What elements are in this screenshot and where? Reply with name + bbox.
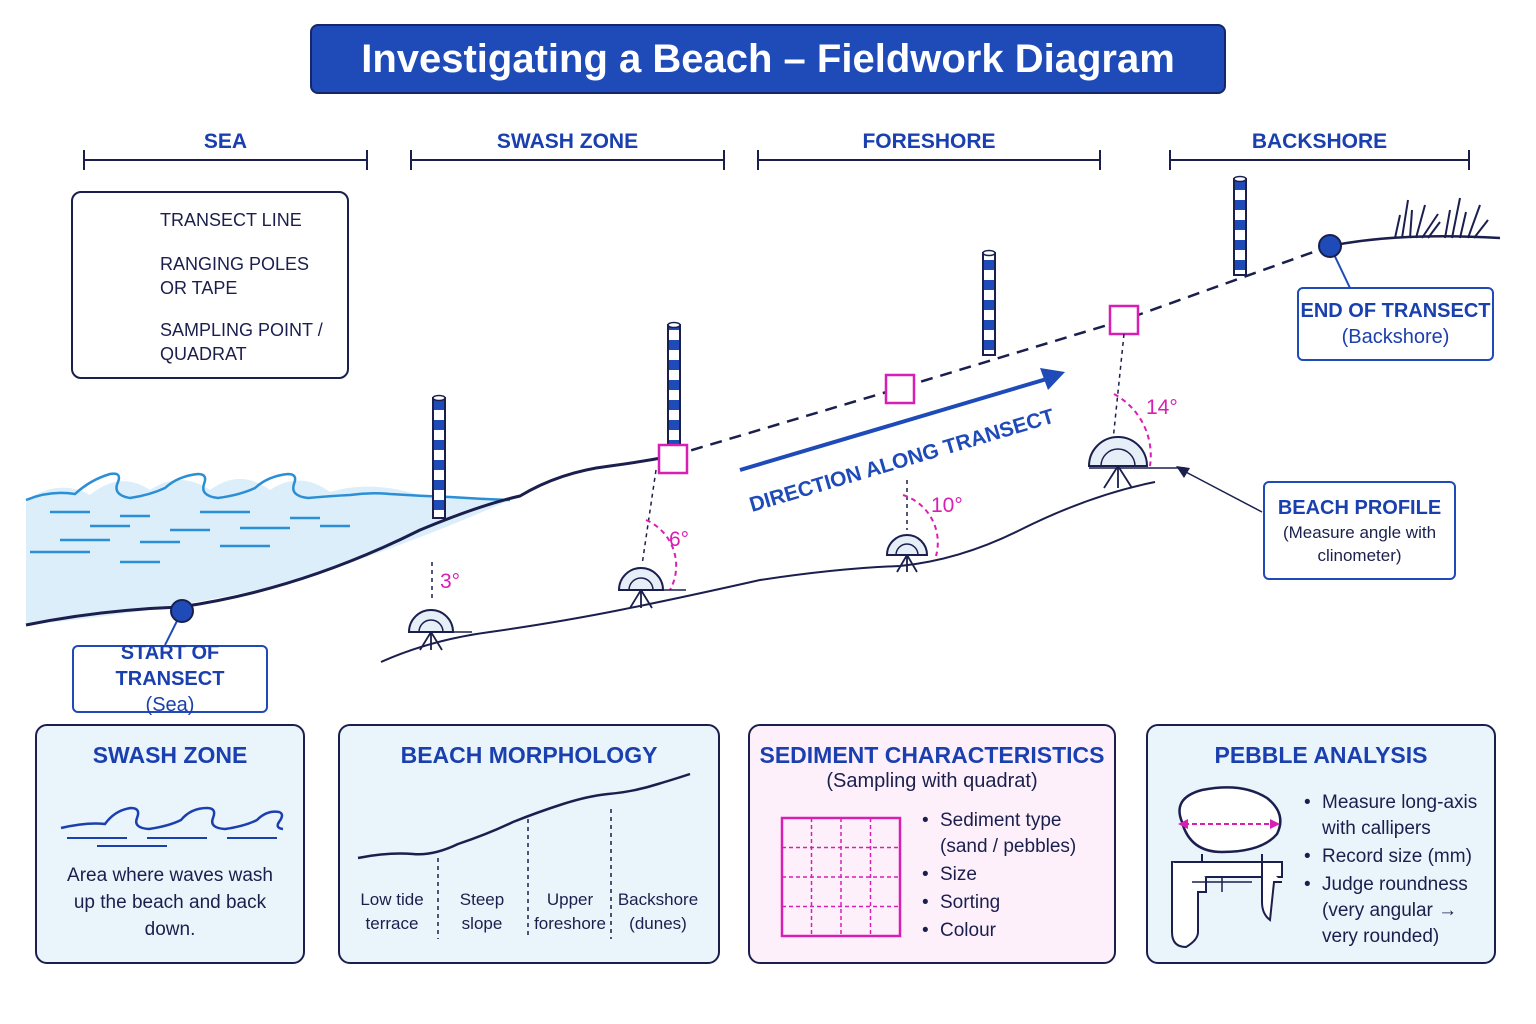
legend-poles-label: RANGING POLES OR TAPE [160,254,310,298]
end-of-transect-callout: END OF TRANSECT (Backshore) [1297,287,1494,361]
swash-panel-title: SWASH ZONE [92,742,248,768]
swash-wave-icon [60,806,284,847]
clinometer-3deg [407,562,472,651]
zone-label-foreshore: FORESHORE [862,130,996,153]
sediment-bullet: Colour [922,918,1076,944]
start-title: START OF TRANSECT [115,642,225,690]
zone-label-backshore: BACKSHORE [1251,130,1388,153]
backshore-ground-line [1329,234,1501,248]
ranging-pole [1233,175,1247,276]
transect-line [671,244,1331,458]
start-of-transect-callout: START OF TRANSECT (Sea) [72,642,268,716]
pebble-panel-title: PEBBLE ANALYSIS [1214,742,1428,768]
zone-label-swash: SWASH ZONE [496,130,639,153]
start-marker [164,599,194,646]
morphology-label: Steep slope [459,890,505,933]
end-title: END OF TRANSECT [1300,300,1491,322]
zone-brackets [83,150,1470,170]
sampling-quadrat [1108,304,1140,336]
pebble-panel: PEBBLE ANALYSIS Measure long-axis with c… [1146,724,1496,964]
legend-transect-label: TRANSECT LINE [160,210,302,230]
morphology-panel-title: BEACH MORPHOLOGY [400,742,658,768]
sediment-bullets: Sediment type (sand / pebbles) Size Sort… [922,808,1076,944]
morphology-profile-icon [357,772,691,939]
pebble-bullet: Measure long-axis with callipers [1304,790,1477,842]
profile-sub: (Measure angle with clinometer) [1282,522,1437,565]
morphology-label: Low tide terrace [360,890,424,933]
start-sub: (Sea) [145,694,195,716]
sampling-quadrat [884,373,916,405]
beach-surface-line [25,454,673,627]
pebble-bullets: Measure long-axis with callipers Record … [1304,790,1477,950]
morphology-label: Backshore (dunes) [617,890,699,933]
pebble-bullet: Record size (mm) [1304,844,1477,870]
calliper-pebble-icon [1171,786,1283,949]
sea-waves [25,472,511,564]
angle-label: 10° [931,494,963,517]
sediment-bullet: Sediment type (sand / pebbles) [922,808,1076,860]
sediment-panel: SEDIMENT CHARACTERISTICS (Sampling with … [748,724,1116,964]
end-sub: (Backshore) [1341,326,1450,348]
ranging-pole [667,321,681,454]
legend [71,191,349,379]
sediment-bullet: Size [922,862,1076,888]
sediment-panel-sub: (Sampling with quadrat) [826,770,1038,792]
angle-label: 6° [669,528,689,551]
clinometer-10deg [885,480,939,573]
angle-label: 14° [1146,396,1178,419]
ranging-pole [982,249,996,356]
clinometer-14deg [1087,333,1185,489]
profile-title: BEACH PROFILE [1277,496,1442,519]
clinometer-6deg [617,469,686,609]
swash-panel-body: Area where waves wash up the beach and b… [67,865,273,940]
end-marker [1318,234,1351,289]
sampling-quadrat [657,443,689,475]
morphology-label: Upper foreshore [534,890,606,933]
dune-grass [1394,197,1489,239]
legend-sampling-label: SAMPLING POINT / QUADRAT [160,320,323,364]
beach-profile-callout: BEACH PROFILE (Measure angle with clinom… [1263,481,1456,580]
angle-label: 3° [440,570,460,593]
sediment-panel-title: SEDIMENT CHARACTERISTICS [759,742,1105,768]
profile-pointer [1176,466,1263,513]
swash-zone-panel: SWASH ZONE Area where waves wash up the … [35,724,305,964]
profile-ground-line [380,481,1156,663]
zone-label-sea: SEA [203,130,248,153]
sediment-bullet: Sorting [922,890,1076,916]
page-title: Investigating a Beach – Fieldwork Diagra… [310,24,1226,94]
quadrat-grid-icon [780,816,902,938]
ranging-pole [432,394,446,519]
beach-morphology-panel: BEACH MORPHOLOGY [338,724,720,964]
pebble-bullet: Judge roundness (very angular → very rou… [1304,872,1477,950]
direction-arrow [739,368,1065,472]
